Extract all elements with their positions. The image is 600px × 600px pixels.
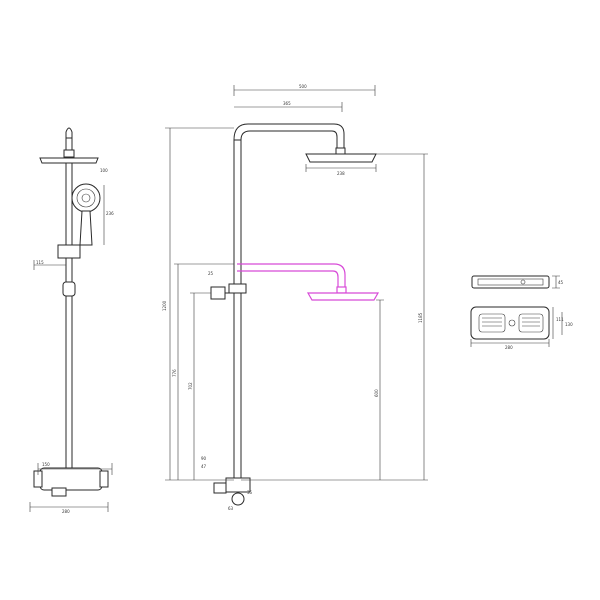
- side-valve-right-knob: [99, 470, 109, 488]
- side-holder: [57, 244, 81, 259]
- dim-shelf-h1: 45: [558, 280, 564, 285]
- dim-head-diameter: 238: [337, 171, 345, 176]
- shelf-front-view: [470, 306, 550, 340]
- dim-inlet: 35: [247, 490, 253, 495]
- front-riser-clamp: [228, 283, 247, 294]
- front-top-rain-head: [305, 153, 377, 163]
- dim-right-height: 1185: [418, 312, 423, 323]
- dim-valve-h: 90: [201, 456, 207, 461]
- shelf-top-view: [471, 275, 550, 289]
- dim-valve-small: 47: [201, 464, 207, 469]
- low-rain-head-highlight[interactable]: [306, 292, 380, 301]
- side-spout: [51, 487, 67, 497]
- shelf-left-slot: [478, 313, 506, 333]
- side-valve: [39, 467, 103, 491]
- side-hand-shower: [71, 183, 101, 246]
- dim-left-h1: 776: [172, 369, 177, 377]
- dim-shelf-h3: 130: [565, 322, 573, 327]
- dim-bracket-small: 25: [208, 271, 214, 276]
- dim-valve-w: 63: [228, 506, 234, 511]
- low-arm-highlight[interactable]: [237, 263, 346, 287]
- low-head-connector[interactable]: [336, 286, 347, 294]
- front-top-arm: [233, 123, 345, 148]
- front-riser-pipe: [233, 139, 242, 481]
- side-top-arm: [65, 127, 73, 150]
- front-view: 500 365 238 25 63 90 47 35 1200 776: [162, 84, 428, 511]
- front-slide-bracket: [210, 286, 226, 300]
- shelf-right-slot: [518, 313, 544, 333]
- dim-shelf-h2: 111: [556, 317, 564, 322]
- dim-side-left: 115: [36, 260, 44, 265]
- dim-left-h2: 702: [188, 382, 193, 390]
- dim-overall-height: 1200: [162, 300, 167, 311]
- side-view: 150 280 115 236 100: [29, 127, 114, 514]
- shelf-center-hole: [508, 319, 516, 327]
- dim-arm-length: 365: [283, 101, 291, 106]
- shelf-views: 45 280 111 130: [470, 275, 573, 350]
- side-head-connector: [63, 149, 75, 158]
- dim-shelf-width: 280: [505, 345, 513, 350]
- dim-side-hand-size: 236: [106, 211, 114, 216]
- side-riser-pipe: [65, 137, 73, 469]
- dim-top-width: 500: [299, 84, 307, 89]
- dim-side-hand-head: 100: [100, 168, 108, 173]
- dim-side-base-width: 280: [62, 509, 70, 514]
- side-mid-bracket: [62, 281, 76, 297]
- dim-low-head-height: 600: [374, 389, 379, 397]
- front-valve-nut: [231, 492, 245, 506]
- front-top-head-connector: [335, 147, 346, 155]
- dim-side-offset: 150: [42, 462, 50, 467]
- side-rain-head: [39, 157, 99, 164]
- front-valve-knob: [213, 482, 227, 494]
